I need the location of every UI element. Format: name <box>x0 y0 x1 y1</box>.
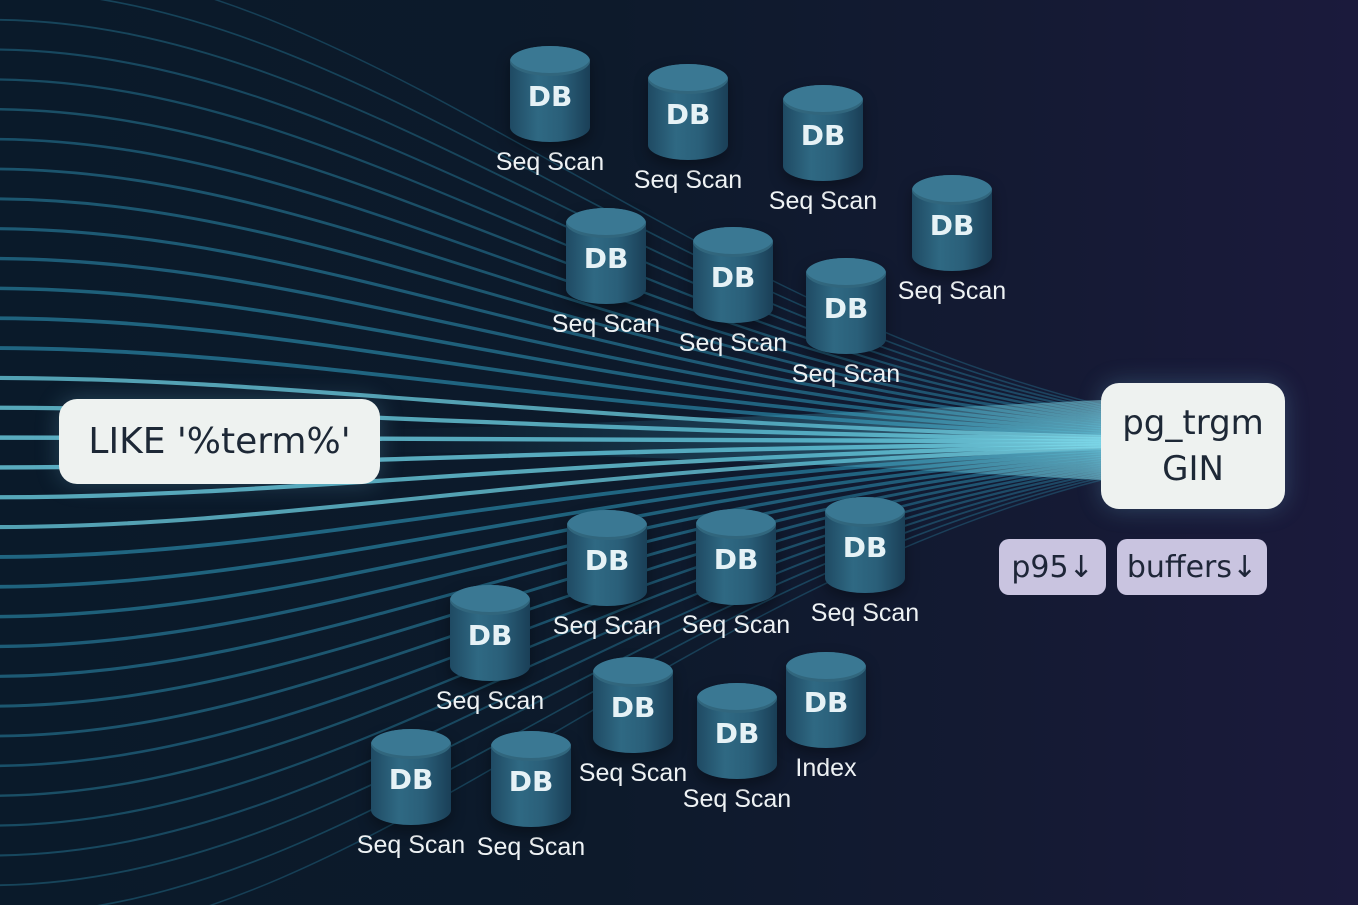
db-node-label: Seq Scan <box>681 611 791 639</box>
flow-line <box>0 197 1102 425</box>
flow-line <box>0 227 1102 428</box>
db-node-label: Index <box>795 754 857 782</box>
db-node: DB Seq Scan <box>461 731 601 862</box>
db-node-title: DB <box>665 98 711 131</box>
database-icon: DB <box>566 208 646 304</box>
db-node-title: DB <box>584 544 630 577</box>
db-node-title: DB <box>710 261 756 294</box>
db-node-title: DB <box>803 686 849 719</box>
flow-line <box>0 167 1102 423</box>
db-node: DB Seq Scan <box>420 585 560 716</box>
target-index-box: pg_trgm GIN <box>1101 383 1285 509</box>
flow-line <box>0 256 1102 430</box>
db-node-title: DB <box>800 119 846 152</box>
db-node-title: DB <box>713 543 759 576</box>
db-node-label: Seq Scan <box>552 612 662 640</box>
db-node-label: Seq Scan <box>682 785 792 813</box>
flow-line <box>0 455 1102 649</box>
target-index-line1: pg_trgm <box>1122 403 1264 443</box>
flow-line <box>99 0 1102 409</box>
flow-line <box>0 78 1102 416</box>
flow-line <box>0 286 1102 432</box>
source-query-label: LIKE '%term%' <box>88 421 351 462</box>
db-node-label: Seq Scan <box>678 329 788 357</box>
database-icon: DB <box>693 227 773 323</box>
db-node-label: Seq Scan <box>435 687 545 715</box>
db-node-title: DB <box>527 80 573 113</box>
db-node-label: Seq Scan <box>791 360 901 388</box>
flow-line <box>0 450 1102 589</box>
database-icon: DB <box>593 657 673 753</box>
database-icon: DB <box>806 258 886 354</box>
badge-buffers: buffers↓ <box>1117 539 1267 595</box>
db-node-label: Seq Scan <box>633 166 743 194</box>
db-node-label: Seq Scan <box>551 310 661 338</box>
db-node: DB Seq Scan <box>618 64 758 195</box>
db-node-title: DB <box>823 292 869 325</box>
database-icon: DB <box>696 509 776 605</box>
db-node-title: DB <box>842 531 888 564</box>
db-node: DB Seq Scan <box>480 46 620 177</box>
flow-line <box>0 48 1102 413</box>
database-icon: DB <box>825 497 905 593</box>
target-index-line2: GIN <box>1162 449 1224 489</box>
db-node-label: Seq Scan <box>897 277 1007 305</box>
database-icon: DB <box>912 175 992 271</box>
database-icon: DB <box>567 510 647 606</box>
db-node: DB Seq Scan <box>666 509 806 640</box>
db-node-title: DB <box>388 763 434 796</box>
database-icon: DB <box>786 652 866 748</box>
flow-line <box>0 18 1102 411</box>
badge-p95-label: p95↓ <box>1011 549 1094 585</box>
db-node-label: Seq Scan <box>495 148 605 176</box>
db-node: DB Seq Scan <box>663 227 803 358</box>
flow-line <box>0 137 1102 420</box>
db-node-title: DB <box>467 619 513 652</box>
db-node: DB Seq Scan <box>536 208 676 339</box>
db-node: DB Seq Scan <box>563 657 703 788</box>
database-icon: DB <box>450 585 530 681</box>
flow-line <box>0 453 1102 619</box>
db-node-title: DB <box>929 209 975 242</box>
database-icon: DB <box>510 46 590 142</box>
database-icon: DB <box>783 85 863 181</box>
db-node-title: DB <box>610 691 656 724</box>
db-node: DB Seq Scan <box>795 497 935 628</box>
db-node-label: Seq Scan <box>768 187 878 215</box>
db-node-label: Seq Scan <box>356 831 466 859</box>
db-node: DB Seq Scan <box>882 175 1022 306</box>
flow-line <box>0 108 1102 418</box>
database-icon: DB <box>491 731 571 827</box>
db-node-title: DB <box>583 242 629 275</box>
db-node-title: DB <box>714 717 760 750</box>
db-node: DB Seq Scan <box>537 510 677 641</box>
database-icon: DB <box>371 729 451 825</box>
source-query-box: LIKE '%term%' <box>59 399 380 484</box>
database-icon: DB <box>697 683 777 779</box>
badge-buffers-label: buffers↓ <box>1126 549 1258 585</box>
db-node-label: Seq Scan <box>578 759 688 787</box>
db-node: DB Index <box>756 652 896 783</box>
db-node: DB Seq Scan <box>753 85 893 216</box>
db-node-label: Seq Scan <box>810 599 920 627</box>
flow-beam <box>380 400 1101 480</box>
database-icon: DB <box>648 64 728 160</box>
db-node: DB Seq Scan <box>667 683 807 814</box>
flow-line <box>213 0 1102 406</box>
badge-p95: p95↓ <box>999 539 1106 595</box>
db-node-title: DB <box>508 765 554 798</box>
db-node: DB Seq Scan <box>776 258 916 389</box>
db-node-label: Seq Scan <box>476 833 586 861</box>
db-node: DB Seq Scan <box>341 729 481 860</box>
